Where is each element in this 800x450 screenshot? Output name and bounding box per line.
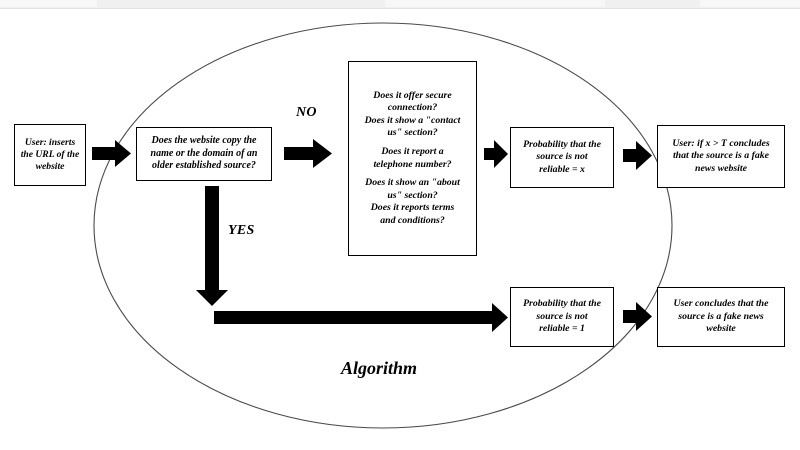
arrow-yes-branch-to-prob-1 xyxy=(214,303,508,332)
header-bar-segment-left xyxy=(0,0,97,7)
node-copy-check-line-1: Does the website copy the xyxy=(151,134,257,146)
arrow-questions-to-prob-x xyxy=(484,140,508,168)
node-user-input-line-3: website xyxy=(35,161,65,173)
node-copy-check-line-3: older established source? xyxy=(152,160,256,172)
header-bar-segment-mid xyxy=(385,0,605,7)
arrow-prob-1-to-user-fake xyxy=(623,302,652,331)
arrow-copy-check-yes-down xyxy=(196,186,228,306)
node-reliability-questions[interactable]: Does it offer secure connection? Does it… xyxy=(348,61,477,256)
node-questions-g2-line-2: telephone number? xyxy=(373,158,452,170)
node-copy-check-question[interactable]: Does the website copy the name or the do… xyxy=(136,127,272,181)
node-user-input-line-2: the URL of the xyxy=(20,148,80,160)
node-user-fake-line-1: User concludes that the xyxy=(673,298,769,310)
node-questions-g3-line-4: and conditions? xyxy=(380,214,445,226)
edge-label-no: NO xyxy=(296,105,317,120)
node-prob-1-line-3: reliable = 1 xyxy=(539,323,585,335)
node-user-x-gt-t-line-3: news website xyxy=(695,162,747,174)
node-questions-g1-line-4: us" section? xyxy=(387,127,438,139)
arrow-user-input-to-copy-check xyxy=(92,140,131,167)
node-questions-g3-line-1: Does it show an "about xyxy=(365,177,460,189)
node-questions-g2-line-1: Does it report a xyxy=(381,145,444,157)
edge-label-yes: YES xyxy=(228,223,255,238)
node-user-x-gt-t-line-1: User: if x > T concludes xyxy=(672,137,770,149)
node-questions-g1-line-3: Does it show a "contact xyxy=(364,114,461,126)
node-questions-g3-line-3: Does it reports terms xyxy=(370,202,455,214)
node-copy-check-line-2: name or the domain of an xyxy=(150,147,258,159)
node-user-threshold-conclusion[interactable]: User: if x > T concludes that the source… xyxy=(657,125,785,188)
node-user-fake-conclusion[interactable]: User concludes that the source is a fake… xyxy=(657,287,785,347)
node-user-input[interactable]: User: inserts the URL of the website xyxy=(14,124,86,186)
node-questions-g1-line-1: Does it offer secure xyxy=(373,89,452,101)
node-questions-g3-line-2: us" section? xyxy=(387,189,438,201)
node-probability-x[interactable]: Probability that the source is not relia… xyxy=(510,127,614,188)
node-prob-x-line-2: source is not xyxy=(536,151,588,163)
header-bar-segment-right xyxy=(700,0,800,7)
node-prob-x-line-1: Probability that the xyxy=(523,138,601,150)
arrow-prob-x-to-user-x-gt-t xyxy=(623,141,652,170)
algorithm-title-label: Algorithm xyxy=(341,358,418,378)
window-header-bar xyxy=(0,0,800,9)
node-probability-one[interactable]: Probability that the source is not relia… xyxy=(510,287,614,347)
node-user-fake-line-2: source is a fake news xyxy=(678,310,764,322)
arrow-copy-check-to-questions xyxy=(284,139,332,168)
node-user-input-line-1: User: inserts xyxy=(24,136,76,148)
node-questions-g1-line-2: connection? xyxy=(387,102,438,114)
node-prob-x-line-3: reliable = x xyxy=(539,163,585,175)
node-prob-1-line-1: Probability that the xyxy=(523,298,601,310)
node-user-fake-line-3: website xyxy=(706,323,736,335)
node-prob-1-line-2: source is not xyxy=(536,310,588,322)
node-user-x-gt-t-line-2: that the source is a fake xyxy=(672,150,770,162)
